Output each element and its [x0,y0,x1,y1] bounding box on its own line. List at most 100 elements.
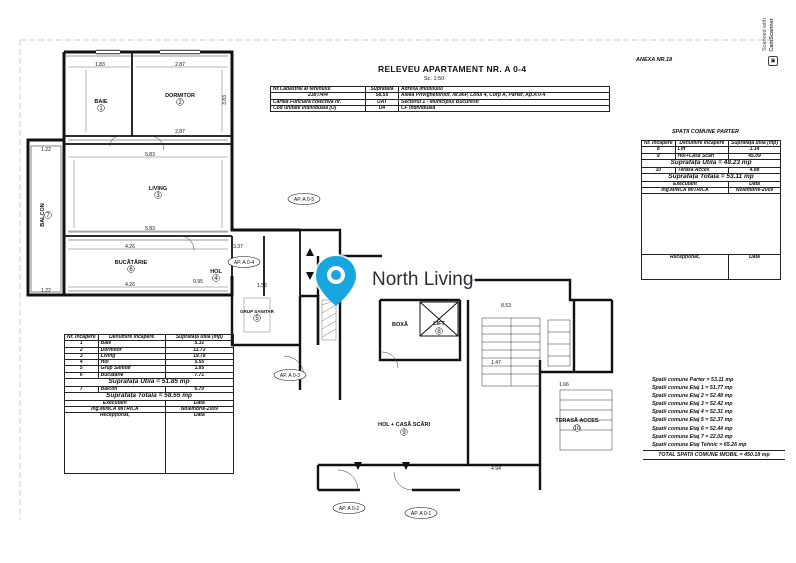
room-name-4: HOL [210,269,222,275]
table-cell: 5.55 [164,358,235,367]
table-cell: 7.71 [164,371,235,379]
room-num-4: 4 [214,276,218,282]
table-cell: Cod unitate individuală (U) [270,104,366,113]
cadastre-table: Nr.Cadastral al terenului Suprafata Adre… [270,85,610,113]
common-summary-list: Spatii comune Parter = 53.11 mp Spatii c… [652,376,746,449]
dimension-label: 5.83 [145,152,155,158]
table-header: Nr. Încăpere [641,139,676,148]
table-cell: Suprafata [365,85,399,94]
table-cell: 19.78 [164,352,235,361]
date-label: Data [728,180,781,188]
scanner-line-1: Scanned with [762,18,768,52]
table-cell: 11.73 [164,346,235,354]
dimension-label: 3.83 [222,95,228,105]
table-cell: U4 [365,104,399,113]
table-row: Executant Data [640,180,781,188]
plan-scale: Sc. 1:50 [424,76,445,82]
table-cell: 5.31 [164,340,235,348]
table-cell: 1.85 [164,365,235,373]
table-header: Denumire încăpere [674,139,730,148]
apartment-label: AP. A 0-5 [294,197,314,203]
blank-cell [641,193,781,256]
table-header-row: Nr. Încăpere Denumire încăpere Suprafață… [641,139,781,148]
list-item: Spatii comune Etaj 1 = 51.77 mp [652,385,733,392]
room-num-3: 3 [156,193,160,199]
receptionat-label: Recepționat, [640,254,730,281]
lift-shaft [419,301,459,337]
table-row: Recepționat, Data [64,412,235,475]
dimension-label: 1.66 [559,382,569,388]
room-name-8: LIFT [433,321,445,327]
table-row: Suprafață Totală = 58.55 mp [64,391,234,401]
table-row: Cod unitate individuală (U) U4 CF indivi… [270,104,610,113]
map-pin-icon [314,254,358,306]
useful-area: Suprafață Utilă = 51.85 mp [64,377,234,387]
table-row: 6 Bucătărie 7.71 [64,371,235,379]
dimension-label: 2.87 [175,129,185,135]
doors [109,135,413,491]
dimension-label: 1.83 [95,62,105,68]
room-num-1: 1 [99,106,103,112]
apartment-label: AP. A 0-2 [339,506,359,512]
table-header-row: Nr. Încăpere Denumire încăpere Suprafață… [64,333,235,342]
dimension-label: 2.87 [175,62,185,68]
receptionat-date: Data [164,412,235,475]
dimension-label: 5.83 [145,226,155,232]
dimension-label: 1.22 [41,288,51,294]
room-num-7: 7 [46,213,50,219]
common-total: TOTAL SPATII COMUNE IMOBIL = 450.18 mp [643,450,785,460]
room-name-9: HOL + CASĂ SCĂRI [378,421,430,428]
table-row: 9 Hol+Casă Scări 45.09 [641,152,781,160]
room-name-10: TERASĂ ACCES [555,417,599,424]
room-num-5: 5 [255,316,259,322]
entry-arrows [306,248,410,470]
receptionat-date: Data [728,254,781,281]
table-cell: Terasă Acces [674,166,730,174]
table-cell: 4.88 [728,166,781,174]
scanner-line-2: CamScanner [769,18,775,52]
room-num-2: 2 [178,100,182,106]
table-row: 4 Hol 5.55 [64,358,235,367]
room-num-10: 10 [574,426,581,432]
north-living-watermark: North Living [310,250,476,310]
room-name-3: LIVING [149,186,167,192]
table-row: Suprafață Utilă = 48.23 mp [641,158,781,168]
table-row: Executant Data [64,399,235,407]
list-item: Spatii comune Etaj 3 = 52.42 mp [652,401,733,408]
apartment-label: AP. A 0-4 [234,260,254,266]
room-name-6: BUCĂTĂRIE [115,259,148,266]
annex-label: ANEXA NR.18 [636,57,673,63]
common-surface-table: Nr. Încăpere Denumire încăpere Suprafață… [640,139,781,281]
table-row: 5 Grup Sanitar 1.85 [64,365,235,373]
dimension-label: 4.26 [125,282,135,288]
list-item: Spatii comune Etaj 6 = 52.44 mp [652,425,733,432]
room-name-1: BAIE [94,99,107,105]
table-cell: Hol+Casă Scări [674,152,730,160]
table-row: Nr.Cadastral al terenului Suprafata Adre… [270,85,610,94]
dimension-label: 0.95 [193,279,203,285]
table-row: Suprafață Totală = 53.11 mp [641,172,781,182]
table-cell: Aleea Privighetorilor, Nr.86P, Lotul 4, … [398,92,610,100]
room-num-6: 6 [129,267,133,273]
apartment-walls [26,50,300,297]
table-row: Ing.MINCĂ MITRICĂ Noiembrie-2009 [640,186,781,195]
list-item: Spatii comune Parter = 53.11 mp [652,377,734,383]
room-num-8: 8 [437,329,441,335]
table-row: Ing.MINCĂ MITRICĂ Noiembrie-2009 [64,405,235,414]
table-cell: Sectorul 1 - Municipiul Bucuresti [398,98,610,106]
dimension-label: 4.26 [125,244,135,250]
dimension-label: 1.52 [257,283,267,289]
unit-surface-table: Nr. Încăpere Denumire încăpere Suprafață… [64,333,235,475]
table-header: Suprafață utilă (mp) [164,333,235,342]
table-row: Recepționat, Data [640,254,781,281]
list-item: Spatii comune Etaj 5 = 52.37 mp [652,417,733,424]
executant-date: Noiembrie-2009 [728,186,781,195]
table-row: 10 Terasă Acces 4.88 [641,166,781,174]
apartment-label: AP. A 0-1 [411,511,431,517]
table-row: Cartea Funciară colectivă nr. UAT Sector… [270,98,610,106]
table-row [641,193,781,256]
dimension-label: 1.47 [491,360,501,366]
dimension-label: 1.22 [41,147,51,153]
dimension-label: 4.94 [491,466,501,472]
